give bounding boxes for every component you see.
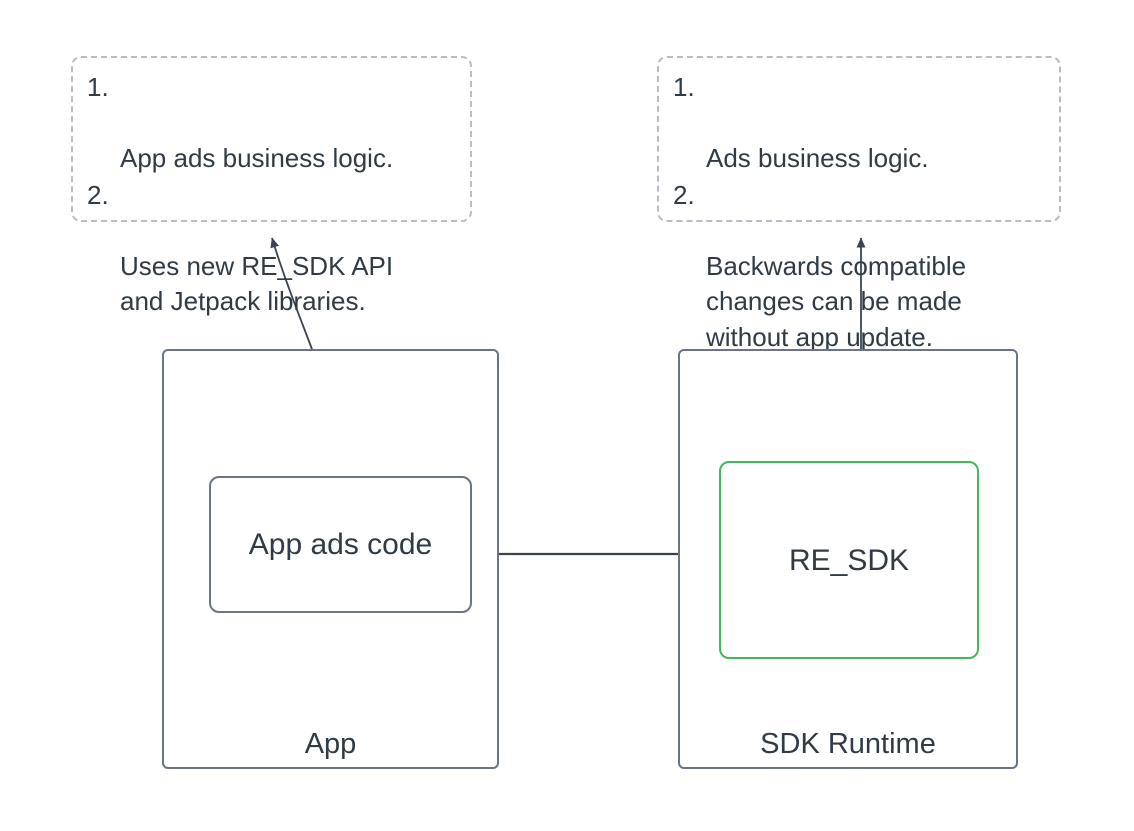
node-re-sdk: RE_SDK (719, 461, 979, 659)
callout-sdk-note-item-1: 1. Ads business logic. (673, 70, 1045, 176)
list-number: 1. (87, 72, 109, 102)
callout-sdk-note: 1. Ads business logic. 2. Backwards comp… (657, 56, 1061, 352)
callout-app-note-item-1: 1. App ads business logic. (87, 70, 456, 176)
container-sdk-runtime-label: SDK Runtime (760, 728, 936, 761)
list-text: App ads business logic. (120, 142, 394, 173)
list-text: Uses new RE_SDK API and Jetpack librarie… (120, 250, 394, 317)
list-text: Backwards compatible changes can be made… (706, 250, 967, 352)
list-number: 2. (87, 180, 109, 211)
node-re-sdk-label: RE_SDK (788, 543, 910, 577)
list-number: 1. (673, 72, 695, 102)
callout-app-note-item-2: 2. Uses new RE_SDK API and Jetpack libra… (87, 178, 456, 319)
node-app-ads-code-label: App ads code (248, 528, 433, 561)
callout-sdk-note-item-2: 2. Backwards compatible changes can be m… (673, 178, 1045, 355)
list-text: Ads business logic. (706, 142, 929, 173)
callout-app-note-list: 1. App ads business logic. 2. Uses new R… (87, 70, 456, 320)
container-app-label: App (304, 728, 357, 761)
callout-app-note: 1. App ads business logic. 2. Uses new R… (71, 56, 472, 316)
node-app-ads-code: App ads code (209, 476, 472, 613)
callout-sdk-note-list: 1. Ads business logic. 2. Backwards comp… (673, 70, 1045, 355)
list-number: 2. (673, 180, 695, 211)
